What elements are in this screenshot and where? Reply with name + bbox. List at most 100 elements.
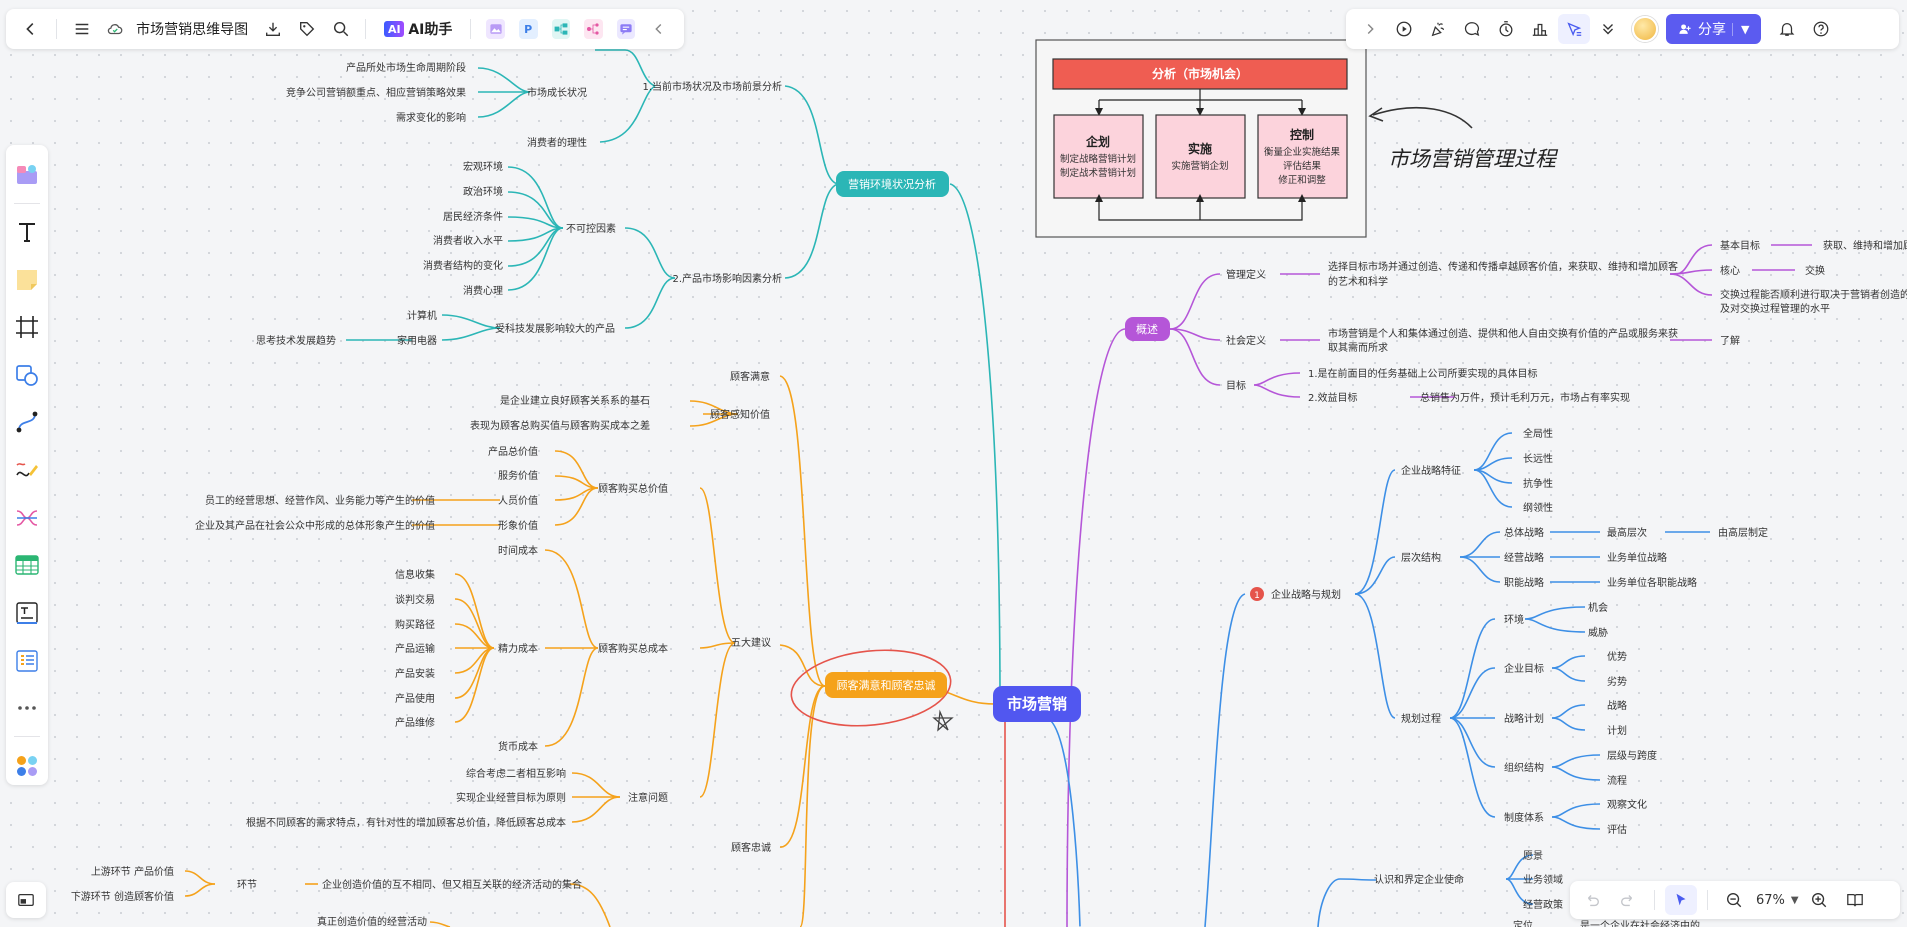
strategy-sys-note[interactable]: 观察文化 bbox=[1607, 798, 1647, 811]
overview-social[interactable]: 社会定义 bbox=[1226, 334, 1266, 347]
flow-plugin-icon[interactable] bbox=[551, 19, 571, 39]
strategy-mission-item[interactable]: 业务领域 bbox=[1523, 873, 1563, 886]
template-tool[interactable] bbox=[11, 155, 43, 194]
timer-button[interactable] bbox=[1490, 14, 1522, 44]
apps-tool[interactable] bbox=[11, 746, 43, 785]
search-button[interactable] bbox=[326, 14, 356, 44]
cloud-sync-button[interactable] bbox=[100, 14, 130, 44]
book-view-button[interactable] bbox=[1839, 885, 1871, 915]
cs-link-item[interactable]: 上游环节 产品价值 bbox=[91, 865, 174, 878]
shape-tool[interactable] bbox=[11, 355, 43, 394]
download-button[interactable] bbox=[258, 14, 288, 44]
strategy-level-item[interactable]: 总体战略 bbox=[1504, 526, 1544, 539]
strategy-features[interactable]: 企业战略特征 bbox=[1401, 464, 1461, 477]
strategy-process-item[interactable]: 制度体系 bbox=[1504, 811, 1544, 824]
plan-box[interactable] bbox=[1053, 114, 1144, 199]
vote-button[interactable] bbox=[1524, 14, 1556, 44]
ai-assistant-button[interactable]: AI AI助手 bbox=[376, 19, 460, 39]
strategy-level-note[interactable]: 业务单位各职能战略 bbox=[1607, 576, 1697, 589]
overview-benefit-note[interactable]: 总销售为万件，预计毛利万元，市场占有率实现 bbox=[1420, 391, 1630, 404]
env-uncontrol-item[interactable]: 消费者收入水平 bbox=[433, 234, 503, 247]
env-uncontrol-item[interactable]: 居民经济条件 bbox=[443, 210, 503, 223]
cs-value-item[interactable]: 服务价值 bbox=[498, 469, 538, 482]
document-tool[interactable] bbox=[11, 641, 43, 680]
env-growth-item[interactable]: 竞争公司营销额重点、相应营销策略效果 bbox=[286, 86, 466, 99]
strategy-goal-note[interactable]: 优势 bbox=[1607, 650, 1627, 663]
cs-five[interactable]: 五大建议 bbox=[731, 636, 771, 649]
cs-total-cost[interactable]: 顾客购买总成本 bbox=[598, 642, 668, 655]
cs-perceived-item[interactable]: 表现为顾客总购买值与顾客购买成本之差 bbox=[470, 419, 650, 432]
notifications-button[interactable] bbox=[1771, 14, 1803, 44]
collapse-toolbar-button[interactable] bbox=[644, 14, 674, 44]
cs-link-note[interactable]: 企业创造价值的互不相同、但又相互关联的经济活动的集合 bbox=[322, 878, 582, 891]
env-uncontrol-item[interactable]: 消费者结构的变化 bbox=[423, 259, 503, 272]
diagram-caption[interactable]: 市场营销管理过程 bbox=[1388, 147, 1559, 171]
chevron-down-icon[interactable]: ▼ bbox=[1790, 894, 1799, 906]
overview-mgmt[interactable]: 管理定义 bbox=[1226, 268, 1266, 281]
cs-energy-item[interactable]: 信息收集 bbox=[395, 568, 435, 581]
env-b1[interactable]: 1.当前市场状况及市场前景分析 bbox=[642, 80, 782, 93]
pen-tool[interactable] bbox=[11, 451, 43, 490]
strategy-levels[interactable]: 层次结构 bbox=[1401, 551, 1441, 564]
env-uncontrol-item[interactable]: 消费心理 bbox=[463, 284, 503, 297]
cs-total-value[interactable]: 顾客购买总价值 bbox=[598, 482, 668, 495]
tag-button[interactable] bbox=[292, 14, 322, 44]
cs-value-item[interactable]: 形象价值 bbox=[498, 519, 538, 532]
strategy-mission-item[interactable]: 愿景 bbox=[1523, 850, 1543, 862]
strategy-plan-note[interactable]: 战略 bbox=[1607, 699, 1627, 712]
cs-loyalty[interactable]: 顾客忠诚 bbox=[731, 841, 771, 854]
env-tech-item[interactable]: 计算机 bbox=[407, 309, 437, 322]
env-uncontrol[interactable]: 不可控因素 bbox=[566, 222, 616, 235]
env-growth-item[interactable]: 产品所处市场生命周期阶段 bbox=[346, 61, 466, 74]
zoom-level[interactable]: 67% bbox=[1756, 892, 1785, 908]
cs-value-item[interactable]: 产品总价值 bbox=[488, 445, 538, 458]
redo-button[interactable] bbox=[1612, 885, 1644, 915]
cs-perceived[interactable]: 顾客感知价值 bbox=[710, 408, 770, 421]
overview-mgmt-text[interactable]: 选择目标市场并通过创造、传递和传播卓越顾客价值，来获取、维持和增加顾客 bbox=[1328, 260, 1678, 273]
help-button[interactable] bbox=[1805, 14, 1837, 44]
strategy-process-item[interactable]: 企业目标 bbox=[1504, 662, 1544, 675]
env-tech-item[interactable]: 家用电器 bbox=[397, 334, 437, 347]
overview-goal-item[interactable]: 1.是在前面目的任务基础上公司所要实现的具体目标 bbox=[1308, 367, 1538, 380]
cs-personnel-note[interactable]: 员工的经营思想、经营作风、业务能力等产生的价值 bbox=[205, 494, 435, 507]
overview-mgmt-item[interactable]: 基本目标 bbox=[1720, 239, 1760, 252]
cs-energy-item[interactable]: 产品运输 bbox=[395, 642, 435, 655]
cs-energy-item[interactable]: 谈判交易 bbox=[395, 593, 435, 606]
celebrate-button[interactable] bbox=[1422, 14, 1454, 44]
strategy-level-note[interactable]: 最高层次 bbox=[1607, 526, 1647, 539]
env-uncontrol-item[interactable]: 宏观环境 bbox=[463, 160, 503, 173]
overview-social-note[interactable]: 了解 bbox=[1720, 334, 1740, 347]
analysis-box[interactable] bbox=[1052, 58, 1348, 90]
overview-mgmt-item[interactable]: 核心 bbox=[1720, 264, 1740, 277]
overview-basic-goal-note[interactable]: 获取、维持和增加顾 bbox=[1823, 239, 1907, 252]
strategy-mission[interactable]: 认识和界定企业使命 bbox=[1374, 873, 1464, 886]
zoom-in-button[interactable] bbox=[1803, 885, 1835, 915]
cs-satisfaction[interactable]: 顾客满意 bbox=[730, 370, 770, 383]
env-tech[interactable]: 受科技发展影响较大的产品 bbox=[495, 322, 615, 335]
cs-time-cost[interactable]: 时间成本 bbox=[498, 544, 538, 557]
select-tool-button[interactable] bbox=[1665, 885, 1697, 915]
present-button[interactable] bbox=[1388, 14, 1420, 44]
strategy-process-item[interactable]: 组织结构 bbox=[1504, 761, 1544, 774]
strategy-level-note[interactable]: 业务单位战略 bbox=[1607, 551, 1667, 564]
text-box-tool[interactable] bbox=[11, 594, 43, 633]
follow-cursor-button[interactable] bbox=[1558, 14, 1590, 44]
cs-value-item[interactable]: 人员价值 bbox=[498, 494, 538, 507]
comment-plugin-icon[interactable] bbox=[616, 19, 636, 39]
cs-attention[interactable]: 注意问题 bbox=[628, 791, 668, 804]
cs-real-value[interactable]: 真正创造价值的经营活动 bbox=[317, 915, 427, 927]
env-uncontrol-item[interactable]: 政治环境 bbox=[463, 185, 503, 198]
more-tools-icon[interactable] bbox=[11, 689, 43, 728]
env-growth-item[interactable]: 需求变化的影响 bbox=[396, 111, 466, 124]
strategy-process-item[interactable]: 战略计划 bbox=[1504, 712, 1544, 725]
menu-button[interactable] bbox=[67, 14, 97, 44]
strategy-partial[interactable]: 定位 bbox=[1513, 919, 1533, 927]
env-rational[interactable]: 消费者的理性 bbox=[527, 136, 587, 149]
strategy-env-note[interactable]: 机会 bbox=[1588, 601, 1608, 614]
strategy-feature-item[interactable]: 长远性 bbox=[1523, 452, 1553, 465]
cs-perceived-item[interactable]: 是企业建立良好顾客关系系的基石 bbox=[500, 394, 650, 407]
cs-attention-item[interactable]: 根据不同顾客的需求特点，有针对性的增加顾客总价值，降低顾客总成本 bbox=[246, 816, 566, 829]
strategy-plan-note[interactable]: 计划 bbox=[1607, 724, 1627, 737]
comment-button[interactable] bbox=[1456, 14, 1488, 44]
expand-toolbar-button[interactable] bbox=[1354, 14, 1386, 44]
